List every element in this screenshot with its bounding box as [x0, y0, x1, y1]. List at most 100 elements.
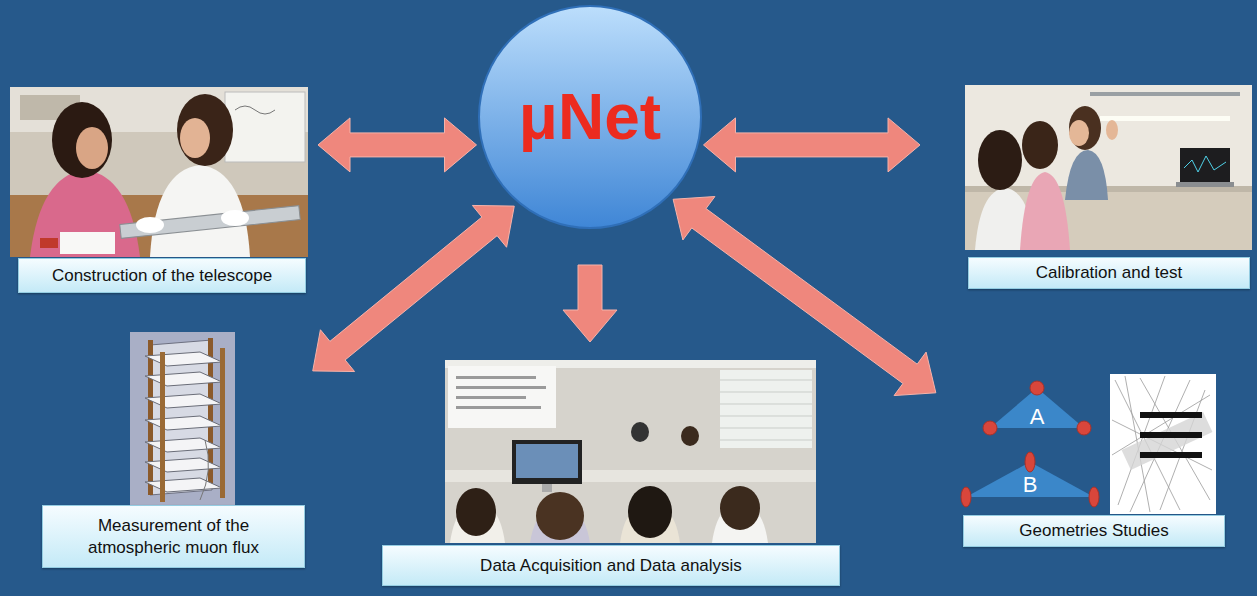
block-arrow: [313, 205, 515, 371]
photo-wall: [10, 87, 308, 257]
geometry-drawing: [961, 374, 1216, 514]
photo-glove: [136, 217, 164, 233]
photo-whiteboard: [225, 92, 305, 162]
caption-text: Data Acquisition and Data analysis: [480, 555, 742, 576]
photo-laptop-base: [1176, 182, 1234, 187]
photo-table: [445, 470, 816, 482]
photo-monitor-screen: [516, 444, 578, 478]
shape-letter: A: [1030, 406, 1045, 428]
telescope-drawing: [130, 332, 235, 505]
photo-hair: [1069, 106, 1101, 150]
classroom-photo: [445, 360, 816, 543]
detector-bar: [1140, 432, 1202, 438]
block-arrow: [318, 118, 477, 172]
photo-projection: [448, 366, 556, 428]
photo-face: [180, 118, 210, 158]
vertex-dot: [1077, 421, 1091, 435]
photo-hair: [52, 102, 112, 178]
detector-bar: [1140, 452, 1202, 458]
vertex-dot: [1025, 452, 1035, 472]
photo-scribble: [235, 106, 275, 114]
photo-laptop: [1180, 148, 1230, 182]
drawing-shelf: [145, 372, 222, 386]
vertex-dot: [961, 487, 971, 507]
photo-wall: [445, 360, 816, 543]
caption-box: Measurement of the atmospheric muon flux: [42, 505, 305, 568]
drawing-shelf: [145, 458, 222, 472]
drawing-post: [148, 340, 153, 495]
photo-face: [76, 127, 108, 169]
drawing-post: [220, 348, 225, 498]
drawing-shelf: [145, 352, 222, 366]
caption-box: Calibration and test: [968, 257, 1250, 289]
photo-person: [1020, 172, 1070, 250]
photo-projection-line: [456, 376, 536, 379]
caption-box: Construction of the telescope: [18, 258, 306, 293]
circle-text-area: μNet: [477, 4, 703, 230]
photo-telescope-bar: [120, 206, 300, 239]
track-image: [1110, 374, 1216, 514]
photo-window: [720, 370, 812, 448]
circle-outline: [479, 6, 701, 228]
track-telescope: [1122, 412, 1213, 470]
data-analysis-panel: Data Acquisition and Data analysis: [382, 360, 840, 586]
photo-glove: [221, 210, 249, 226]
photo-hand: [1106, 120, 1118, 140]
shape-letter: B: [1023, 474, 1038, 496]
photo-hair: [978, 130, 1022, 190]
photo-hair: [1022, 121, 1058, 169]
photo-hair: [456, 488, 496, 536]
photo-head: [631, 422, 649, 442]
photo-hair: [628, 486, 672, 538]
photo-paper: [60, 232, 115, 254]
caption-text: Calibration and test: [1036, 262, 1182, 283]
caption-text: Geometries Studies: [1019, 520, 1168, 541]
detector-bar: [1140, 412, 1202, 418]
track-lines: [1112, 376, 1212, 512]
drawing-shelf: [145, 416, 222, 430]
drawing-shelf: [145, 478, 222, 492]
caption-text: Measurement of the atmospheric muon flux: [73, 515, 274, 558]
block-arrow: [563, 265, 617, 342]
photo-hair: [536, 492, 584, 540]
drawing-post: [160, 352, 165, 502]
caption-box: Data Acquisition and Data analysis: [382, 545, 840, 586]
photo-monitor-stand: [542, 484, 552, 492]
photo-hair: [177, 94, 233, 166]
photo-person: [1065, 150, 1108, 200]
photo-waveform: [1184, 156, 1226, 172]
photo-wall: [965, 85, 1252, 250]
caption-text: Construction of the telescope: [52, 265, 272, 286]
photo-projection-line: [456, 396, 526, 399]
drawing-cable: [200, 440, 209, 500]
central-circle: μNet: [477, 4, 703, 230]
construction-photo: [10, 87, 308, 257]
photo-projection-line: [456, 386, 546, 389]
photo-blinds: [720, 380, 812, 440]
drawing-ground: [130, 332, 235, 505]
photo-shelf: [1090, 92, 1240, 96]
photo-person: [30, 170, 140, 257]
photo-lamp: [1100, 116, 1230, 121]
vertex-dot: [1030, 381, 1044, 395]
photo-tool: [40, 238, 58, 248]
drawing-shelf: [145, 394, 222, 408]
calibration-photo: [965, 85, 1252, 250]
block-arrow: [673, 197, 936, 396]
geometries-panel: Geometries Studies: [960, 373, 1225, 547]
photo-monitor: [512, 440, 582, 484]
vertex-dot: [1089, 487, 1099, 507]
vertex-dot: [983, 421, 997, 435]
photo-head: [681, 426, 699, 446]
construction-panel: Construction of the telescope: [10, 87, 308, 293]
calibration-panel: Calibration and test: [965, 85, 1252, 289]
photo-person: [150, 165, 250, 257]
drawing-shelf: [145, 438, 222, 452]
photo-projection-line: [456, 406, 541, 409]
block-arrow: [703, 118, 920, 172]
photo-face: [1069, 120, 1089, 146]
hub-title: μNet: [519, 85, 661, 149]
photo-hair: [720, 486, 760, 530]
